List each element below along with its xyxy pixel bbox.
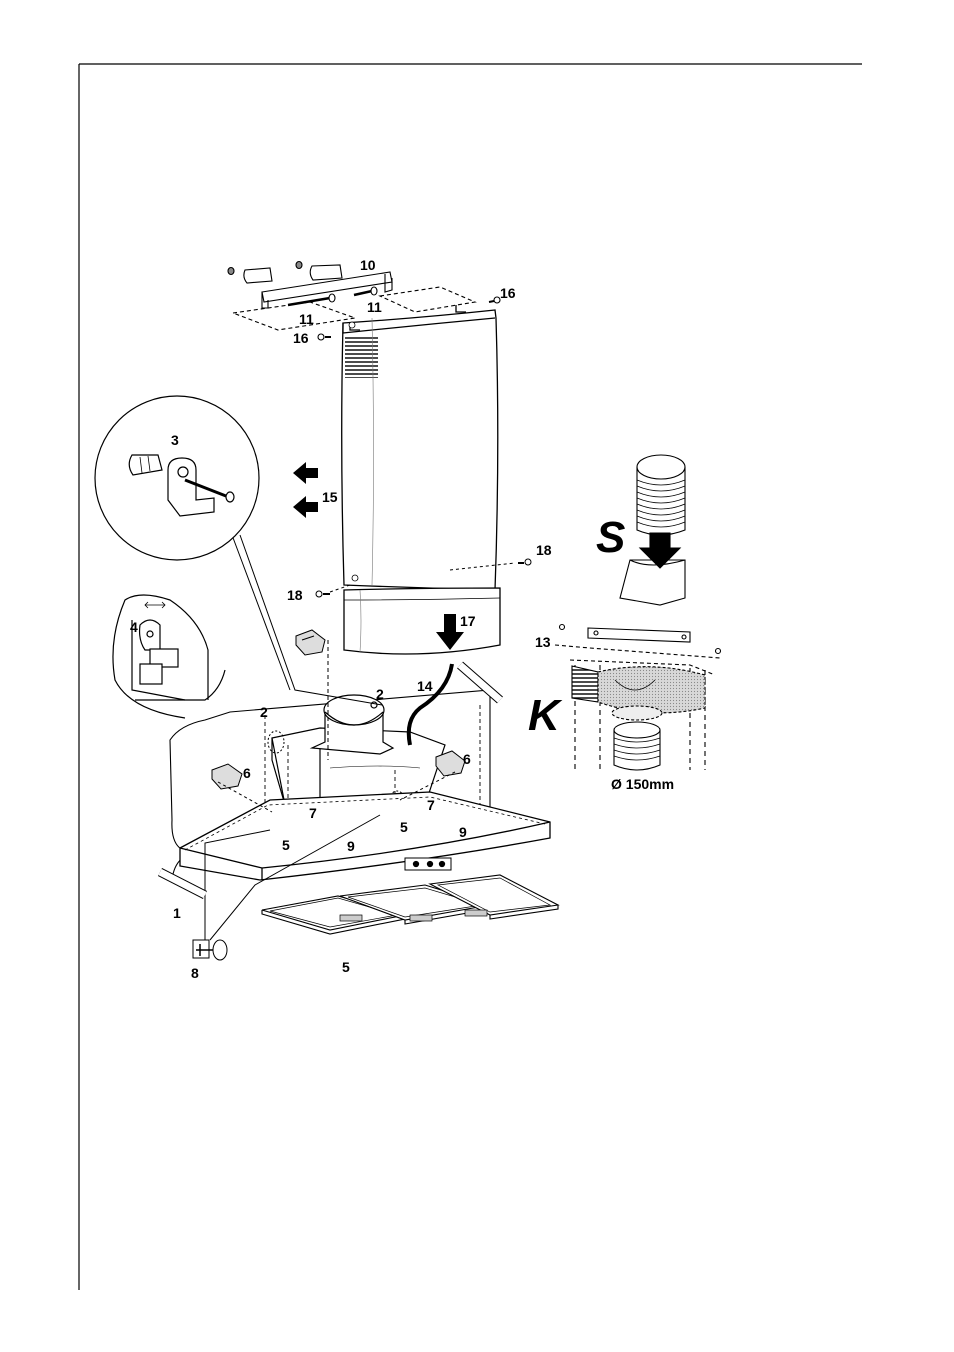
label-recirculation: S	[596, 513, 625, 562]
label-3: 3	[171, 432, 179, 448]
label-5: 5	[282, 837, 290, 853]
power-cable	[157, 867, 208, 900]
bracket-icon	[167, 457, 215, 517]
extraction-duct-assembly	[554, 623, 722, 771]
label-diameter: Ø 150mm	[611, 776, 674, 792]
label-18: 18	[287, 587, 303, 603]
label-6: 6	[463, 751, 471, 767]
label-16: 16	[293, 330, 309, 346]
recirculation-filter	[619, 454, 686, 606]
detail-bracket-hook	[112, 594, 226, 719]
hood-canopy	[179, 791, 551, 881]
wall-plug-icon	[295, 260, 343, 281]
label-15: 15	[322, 489, 338, 505]
wall-plug-icon	[128, 454, 163, 476]
wall-plug-icon	[227, 266, 273, 284]
label-7: 7	[427, 797, 435, 813]
label-5: 5	[400, 819, 408, 835]
screw-icon	[488, 296, 501, 304]
screw-icon	[317, 333, 331, 341]
label-5: 5	[342, 959, 350, 975]
screw-icon	[184, 478, 235, 503]
guide-lines	[204, 534, 456, 941]
label-11: 11	[299, 311, 314, 327]
label-11: 11	[367, 299, 382, 315]
screw-icon	[558, 623, 722, 655]
label-extraction: K	[528, 691, 563, 740]
label-1: 1	[173, 905, 181, 921]
label-10: 10	[360, 257, 376, 273]
label-8: 8	[191, 965, 199, 981]
grease-filters	[261, 874, 560, 935]
label-9: 9	[459, 824, 467, 840]
label-14: 14	[417, 678, 433, 694]
callout-labels: 1 2 2 3 4 5 5 5 6 6 7 7 8 9 9 10 11 11 1…	[130, 257, 674, 981]
chimney-upper	[341, 305, 499, 591]
label-2: 2	[260, 704, 268, 720]
screw-icon	[192, 939, 228, 961]
label-9: 9	[347, 838, 355, 854]
label-13: 13	[535, 634, 551, 650]
label-2: 2	[376, 686, 384, 702]
down-arrow-icon	[436, 614, 464, 650]
upper-bracket-assembly	[227, 260, 501, 341]
power-cable	[406, 661, 503, 746]
label-7: 7	[309, 805, 317, 821]
label-18: 18	[536, 542, 552, 558]
screw-icon	[353, 286, 378, 297]
screw-icon	[287, 293, 336, 307]
chimney-lower	[343, 587, 501, 655]
page-border	[78, 63, 862, 1290]
detail-circle-fixing	[94, 395, 260, 561]
screw-icon	[449, 558, 532, 571]
screw-icon	[315, 584, 351, 598]
label-16: 16	[500, 285, 516, 301]
label-6: 6	[243, 765, 251, 781]
label-4: 4	[130, 619, 138, 635]
label-17: 17	[460, 613, 476, 629]
slide-arrow-icon	[293, 462, 318, 518]
